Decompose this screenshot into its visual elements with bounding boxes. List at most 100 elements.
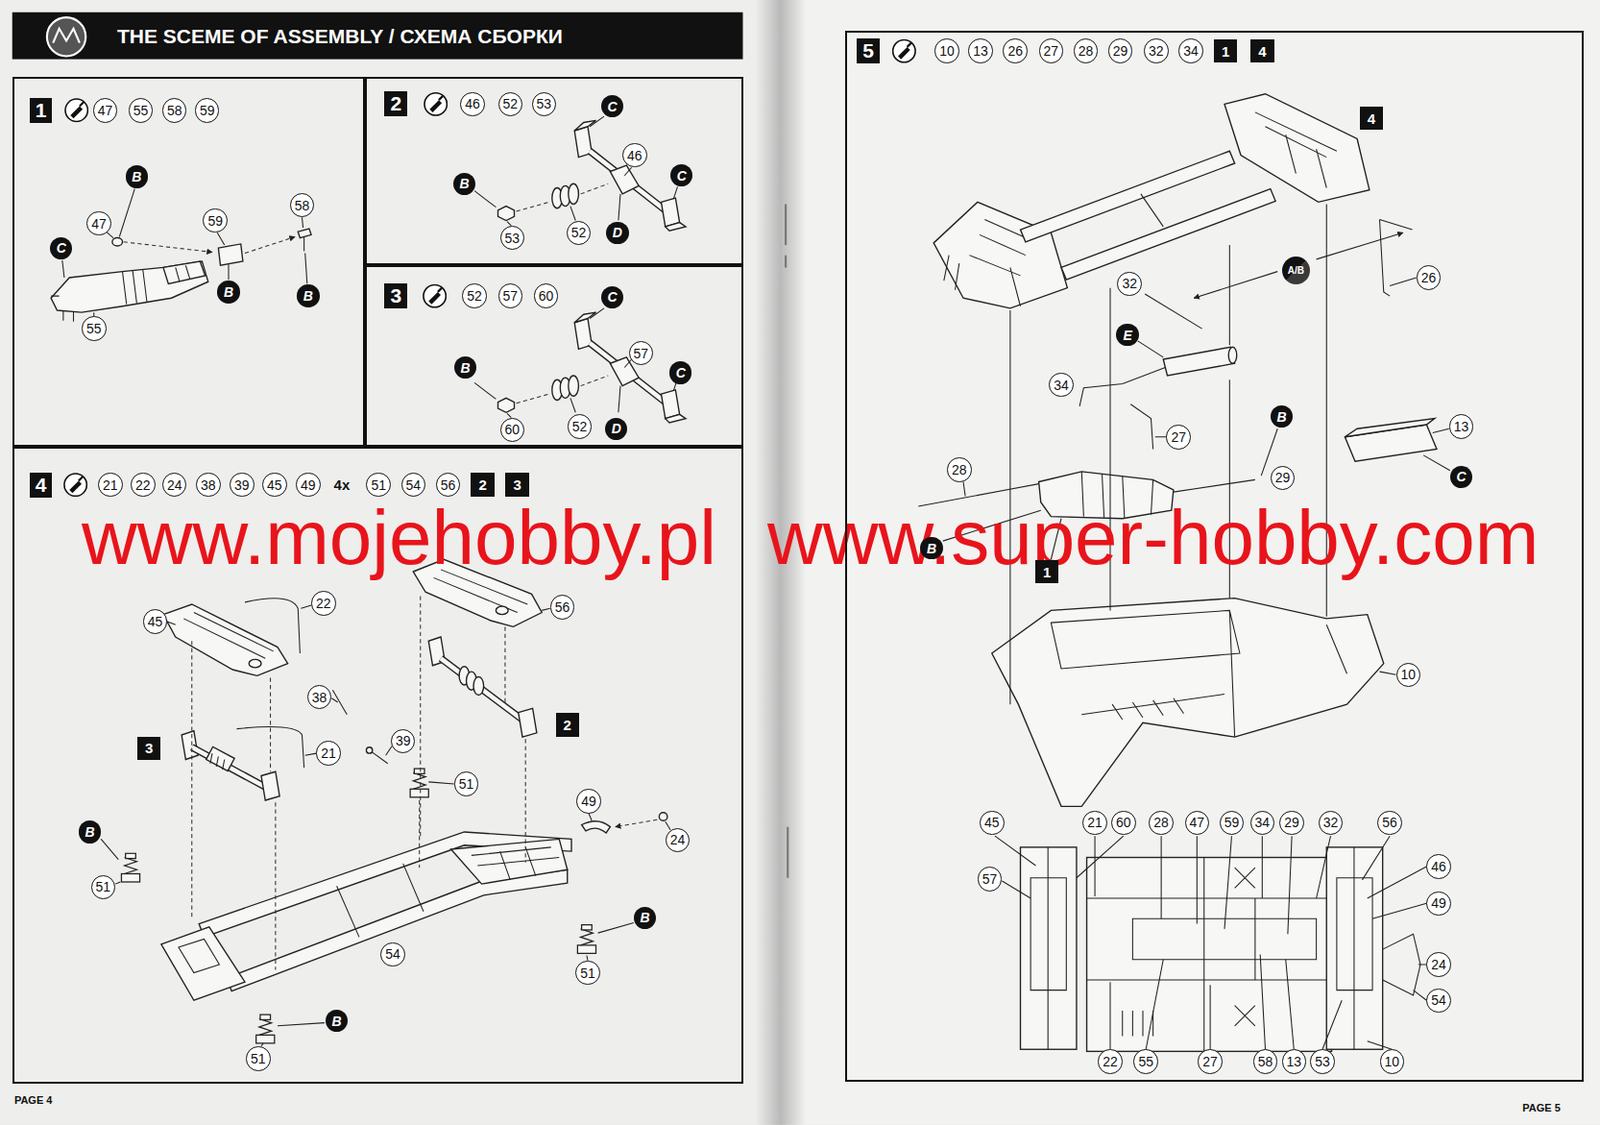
glue-icon — [423, 284, 446, 307]
callout-text: B — [84, 824, 95, 840]
callout-number: 59 — [202, 208, 228, 234]
callout-number: 27 — [1165, 424, 1191, 450]
callout-text: 46 — [1430, 858, 1447, 874]
step5-parts — [1228, 346, 1237, 364]
step5-parts — [1122, 867, 1256, 1036]
step4-parts — [100, 605, 671, 1046]
callout-text: 58 — [167, 102, 183, 119]
callout-number: 29 — [1279, 810, 1305, 836]
callout-number: 10 — [1396, 662, 1422, 688]
step1-parts — [244, 237, 295, 254]
callout-text: 13 — [972, 43, 989, 59]
page-title: THE SCEME OF ASSEMBLY / СХЕМА СБОРКИ — [117, 24, 563, 48]
step-reference: 2 — [470, 472, 494, 496]
callout-number: 34 — [1048, 372, 1074, 398]
callout-text: 46 — [464, 96, 481, 112]
glue-icon — [893, 39, 916, 62]
callout-text: 29 — [1275, 469, 1291, 485]
callout-number: 21 — [1082, 810, 1108, 836]
callout-text: 13 — [1285, 1053, 1302, 1069]
callout-text: 24 — [167, 477, 183, 493]
callout-text: B — [332, 1013, 342, 1029]
step5-parts — [1316, 232, 1404, 260]
step4-parts — [473, 676, 485, 695]
paint-mark: B — [1270, 405, 1293, 428]
callout-text: C — [677, 168, 687, 184]
callout-number: 39 — [390, 728, 416, 754]
callout-text: 34 — [1255, 814, 1271, 830]
axle-assembly — [609, 165, 639, 194]
callout-number: 13 — [968, 38, 994, 64]
step4-parts — [581, 821, 611, 833]
callout-text: 52 — [571, 224, 587, 241]
paint-mark: C — [1450, 465, 1473, 488]
axle-assembly — [474, 308, 686, 423]
axle-assembly — [661, 197, 680, 227]
callout-text: 3 — [145, 739, 153, 756]
step4-parts — [192, 596, 526, 970]
callout-text: 58 — [1258, 1053, 1274, 1069]
callout-text: 32 — [1121, 275, 1138, 291]
step-number: 4 — [29, 472, 53, 498]
callout-text: 26 — [1421, 269, 1437, 286]
glue-icon — [65, 98, 88, 122]
callout-number: 32 — [1318, 810, 1344, 836]
callout-number: 52 — [567, 413, 593, 439]
paint-mark: B — [217, 280, 240, 303]
callout-number: 58 — [290, 193, 316, 219]
callout-text: 57 — [632, 345, 649, 362]
step4-parts — [206, 746, 235, 771]
callout-text: 45 — [266, 477, 283, 493]
callout-number: 56 — [1377, 810, 1403, 836]
step1-parts — [122, 265, 191, 304]
step4-parts — [161, 926, 245, 1001]
callout-text: 51 — [459, 775, 475, 792]
callout-number: 51 — [245, 1045, 271, 1071]
callout-text: 28 — [1153, 814, 1169, 830]
callout-text: 51 — [96, 878, 112, 895]
callout-number: 60 — [1111, 810, 1137, 836]
paint-mark: C — [669, 361, 692, 384]
callout-number: 51 — [575, 960, 601, 986]
callout-number: 54 — [401, 472, 427, 498]
step4-parts — [183, 612, 274, 659]
callout-text: 38 — [200, 477, 217, 493]
callout-text: 32 — [1148, 43, 1164, 59]
paint-mark: C — [670, 164, 693, 187]
callout-number: 13 — [1282, 1048, 1308, 1074]
callout-text: B — [639, 909, 650, 925]
paint-mark: B — [325, 1009, 348, 1032]
callout-number: 24 — [665, 827, 691, 853]
callout-text: 55 — [1138, 1053, 1154, 1069]
paint-mark: B — [454, 356, 477, 379]
callout-text: 59 — [1224, 814, 1240, 830]
callout-number: 28 — [946, 457, 972, 483]
step-reference: 4 — [1250, 39, 1274, 63]
callout-number: 46 — [622, 143, 648, 169]
callout-text: 47 — [91, 216, 107, 232]
page-number: PAGE 4 — [14, 1094, 53, 1106]
title-box: THE SCEME OF ASSEMBLY / СХЕМА СБОРКИ — [117, 24, 563, 49]
step5-parts — [1344, 418, 1435, 437]
callout-text: 10 — [1383, 1053, 1400, 1069]
callout-text: 55 — [86, 320, 102, 337]
callout-number: 54 — [380, 942, 406, 968]
paint-mark: C — [601, 95, 624, 118]
step1-parts — [50, 189, 312, 322]
callout-number: 57 — [977, 866, 1003, 892]
callout-number: 29 — [1108, 38, 1134, 64]
callout-text: 60 — [538, 288, 555, 304]
step1-parts — [62, 189, 308, 317]
callout-number: 38 — [195, 472, 221, 498]
callout-number: 52 — [461, 283, 487, 309]
paint-mark: D — [605, 417, 628, 440]
callout-text: D — [612, 224, 623, 241]
callout-number: 47 — [86, 211, 112, 237]
paint-mark: B — [296, 284, 319, 307]
callout-number: 51 — [454, 771, 480, 797]
step5-parts — [944, 218, 1031, 306]
callout-number: 26 — [1002, 38, 1028, 64]
step5-parts — [1087, 857, 1333, 1052]
callout-text: 55 — [133, 102, 149, 119]
